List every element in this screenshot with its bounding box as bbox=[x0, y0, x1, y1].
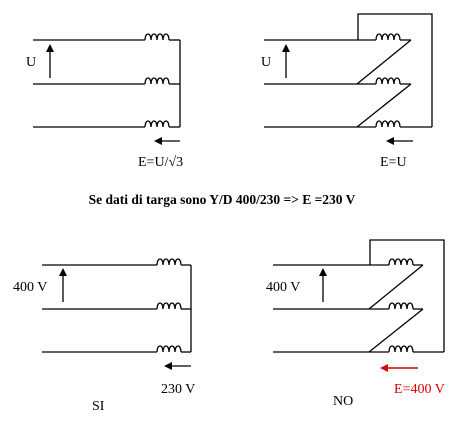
winding-coil bbox=[144, 120, 170, 128]
winding-coil bbox=[375, 120, 401, 128]
delta-links bbox=[356, 13, 433, 128]
delta-connection-bottom: 400 V E=400 V NO bbox=[266, 239, 445, 409]
phase-voltage-formula: E=U/√3 bbox=[138, 155, 183, 170]
delta-connection-top: U E=U bbox=[261, 13, 433, 170]
star-connection-bottom: 400 V 230 V SI bbox=[13, 258, 195, 414]
winding-coil bbox=[144, 77, 170, 85]
line-voltage-label: U bbox=[26, 55, 36, 70]
verdict-label-no: NO bbox=[333, 394, 353, 409]
winding-coil bbox=[156, 302, 182, 310]
phase-lines bbox=[273, 264, 444, 353]
winding-coil bbox=[375, 77, 401, 85]
phase-lines bbox=[33, 39, 181, 128]
winding-coil bbox=[144, 33, 170, 41]
line-voltage-label: 400 V bbox=[266, 280, 300, 295]
nameplate-caption: Se dati di targa sono Y/D 400/230 => E =… bbox=[89, 192, 356, 207]
phase-voltage-formula: E=U bbox=[380, 155, 407, 170]
phase-voltage-wrong-label: E=400 V bbox=[394, 382, 445, 397]
winding-coil bbox=[388, 302, 414, 310]
verdict-label-yes: SI bbox=[92, 399, 105, 414]
phase-lines bbox=[42, 264, 192, 353]
winding-coil bbox=[156, 345, 182, 353]
phase-voltage-label: 230 V bbox=[161, 382, 195, 397]
winding-coil bbox=[388, 345, 414, 353]
delta-links bbox=[368, 239, 445, 353]
winding-coil bbox=[388, 258, 414, 266]
star-connection-top: U E=U/√3 bbox=[26, 33, 183, 170]
line-voltage-label: 400 V bbox=[13, 280, 47, 295]
line-voltage-label: U bbox=[261, 55, 271, 70]
winding-coil bbox=[375, 33, 401, 41]
winding-coil bbox=[156, 258, 182, 266]
phase-lines bbox=[264, 39, 432, 128]
